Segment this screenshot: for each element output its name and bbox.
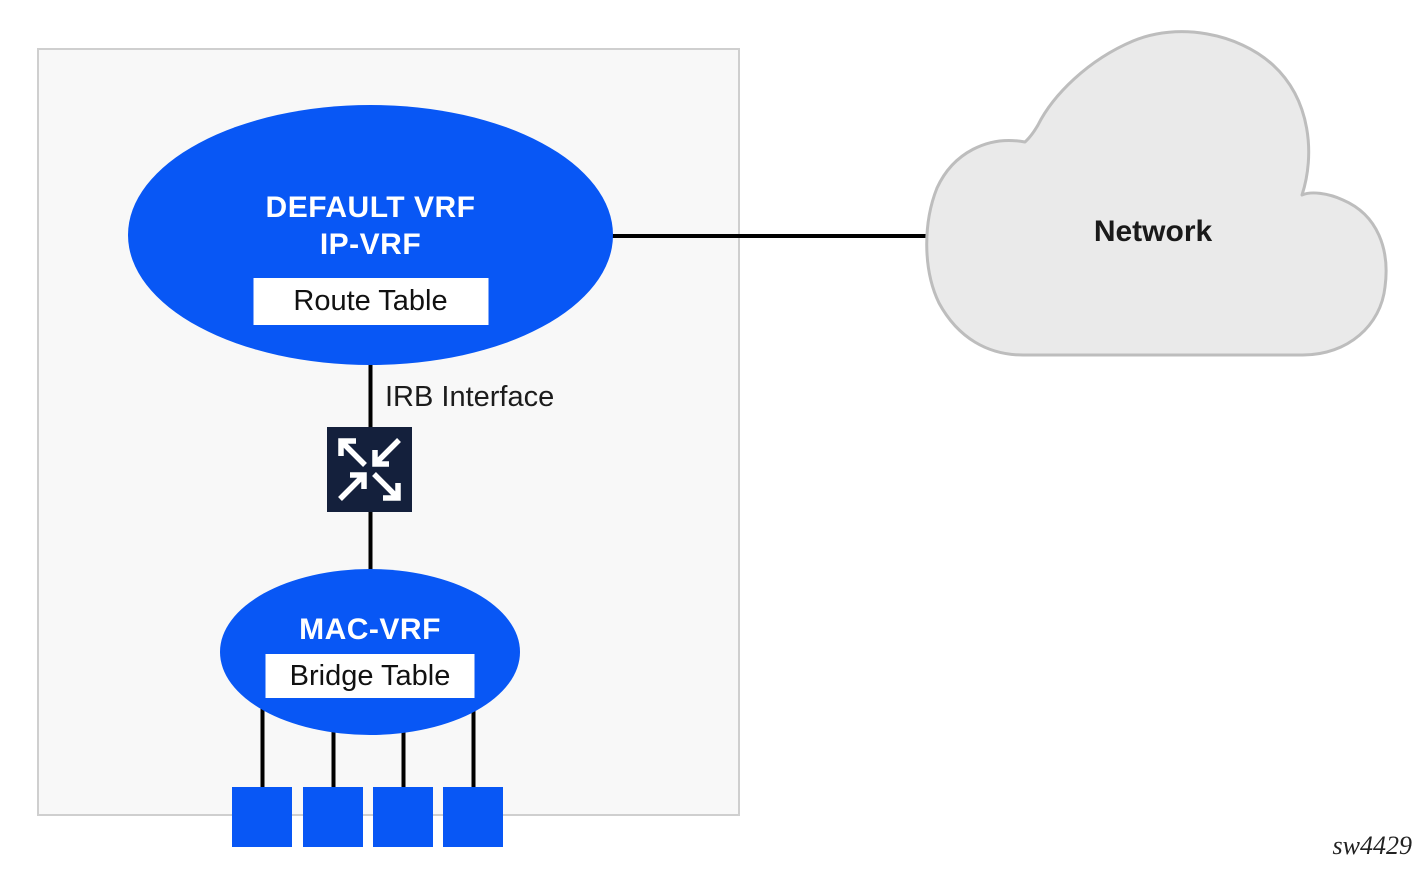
default-vrf-title-line2: IP-VRF	[319, 228, 422, 261]
default-vrf-title-line1: DEFAULT VRF	[265, 191, 476, 224]
port-square-1	[232, 787, 292, 847]
node-default-vrf: DEFAULT VRF IP-VRF Route Table	[128, 105, 613, 365]
irb-interface-label: IRB Interface	[385, 381, 555, 413]
network-label: Network	[1093, 215, 1213, 248]
default-vrf-title: DEFAULT VRF IP-VRF	[128, 189, 613, 263]
route-table-chip: Route Table	[253, 278, 488, 325]
port-square-2	[303, 787, 363, 847]
port-square-3	[373, 787, 433, 847]
network-cloud-shape	[925, 30, 1388, 357]
bridge-table-chip: Bridge Table	[265, 654, 475, 698]
port-square-4	[443, 787, 503, 847]
crossed-arrows-icon	[327, 427, 412, 512]
node-mac-vrf: MAC-VRF Bridge Table	[220, 569, 520, 735]
mac-vrf-title: MAC-VRF	[299, 613, 441, 646]
figure-id-watermark: sw4429	[1332, 831, 1412, 860]
